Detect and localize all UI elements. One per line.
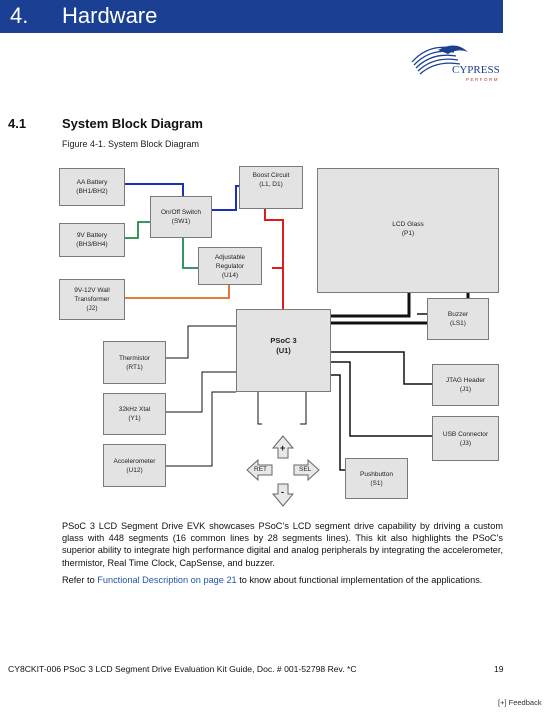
functional-description-link[interactable]: Functional Description on page 21 — [97, 575, 237, 585]
block-label: Boost Circuit — [252, 172, 290, 179]
para2-prefix: Refer to — [62, 575, 98, 585]
block-buzzer: Buzzer (LS1) — [427, 298, 489, 340]
logo-tagline: PERFORM — [466, 77, 499, 82]
capsense-arrows — [246, 435, 320, 507]
block-ref: (S1) — [370, 479, 383, 487]
block-pushbutton: Pushbutton (S1) — [345, 458, 408, 499]
footer-doc-title: CY8CKIT-006 PSoC 3 LCD Segment Drive Eva… — [8, 664, 357, 674]
wire-aa-to-switch — [125, 183, 184, 196]
wire-thermistor-to-psoc — [166, 325, 236, 359]
section-number: 4.1 — [8, 116, 27, 131]
capsense-sel-label: SEL — [299, 466, 312, 473]
chapter-title: Hardware — [62, 3, 158, 28]
para2-suffix: to know about functional implementation … — [236, 575, 483, 585]
block-label: Accelerometer — [113, 457, 156, 465]
block-ref: (J3) — [459, 439, 472, 447]
block-boost-circuit: Boost Circuit (L1, D1) — [239, 166, 303, 209]
section-title: System Block Diagram — [62, 116, 203, 131]
logo-wordmark: CYPRESS — [452, 64, 500, 76]
body-paragraph-1: PSoC 3 LCD Segment Drive EVK showcases P… — [62, 521, 503, 568]
block-label: 9V Battery — [76, 232, 108, 239]
cypress-logo: CYPRESS PERFORM — [408, 40, 504, 84]
block-wall-transformer: 9V-12V Wall Transformer (J2) — [59, 279, 125, 320]
block-aa-battery: AA Battery (BH1/BH2) — [59, 168, 125, 206]
block-ref: (U14) — [221, 271, 239, 279]
block-label: 9V-12V Wall — [74, 287, 110, 294]
wire-psoc-to-capsense-b — [300, 392, 307, 425]
wire-9v-to-switch — [125, 221, 150, 239]
block-ref: (BH3/BH4) — [76, 241, 108, 248]
block-label: On/Off Switch — [161, 209, 201, 216]
wire-psoc-to-pushbutton — [331, 374, 346, 471]
block-label-2: Regulator — [215, 262, 245, 270]
block-ref: (J2) — [86, 305, 98, 312]
wire-switch-to-regulator — [182, 238, 198, 269]
block-lcd-glass: LCD Glass (P1) — [317, 168, 499, 293]
block-jtag-header: JTAG Header (J1) — [432, 364, 499, 406]
footer-page-number: 19 — [494, 664, 504, 674]
block-ref: (L1, D1) — [259, 181, 283, 188]
chapter-number: 4. — [10, 3, 29, 28]
capsense-ret-label: RET — [254, 466, 267, 473]
block-ref: (U12) — [126, 466, 143, 474]
block-psoc3: PSoC 3 (U1) — [236, 309, 331, 392]
block-label: PSoC 3 — [270, 336, 297, 345]
block-ref: (SW1) — [171, 218, 191, 225]
wire-boost-to-psoc — [264, 209, 284, 309]
chapter-header-bar: 4. Hardware — [0, 0, 503, 33]
wire-psoc-to-jtag — [331, 351, 432, 385]
block-thermistor: Thermistor (RT1) — [103, 341, 166, 384]
block-label: LCD Glass — [392, 221, 424, 228]
block-xtal: 32kHz Xtal (Y1) — [103, 393, 166, 435]
block-label: Buzzer — [447, 311, 469, 318]
wire-psoc-to-lcd-a — [331, 293, 411, 318]
body-paragraph-2: Refer to Functional Description on page … — [62, 574, 503, 586]
wire-xtal-to-psoc — [166, 371, 236, 413]
block-usb-connector: USB Connector (J3) — [432, 416, 499, 461]
block-ref: (BH1/BH2) — [76, 188, 108, 195]
wire-psoc-to-usb — [331, 361, 432, 437]
capsense-left-arrow — [246, 458, 273, 482]
block-label: JTAG Header — [445, 377, 486, 384]
block-label: 32kHz Xtal — [118, 406, 151, 413]
block-9v-battery: 9V Battery (BH3/BH4) — [59, 223, 125, 257]
block-onoff-switch: On/Off Switch (SW1) — [150, 196, 212, 238]
capsense-right-arrow — [293, 458, 320, 482]
block-ref: (LS1) — [450, 320, 466, 327]
capsense-up-arrow — [271, 435, 295, 459]
block-label-2: Transformer — [74, 296, 110, 303]
block-ref: (Y1) — [128, 415, 141, 422]
block-accelerometer: Accelerometer (U12) — [103, 444, 166, 487]
wire-wall-to-regulator — [125, 285, 230, 299]
wire-psoc-to-capsense-a — [257, 392, 262, 425]
block-ref: (P1) — [401, 230, 415, 237]
feedback-link[interactable]: [+] Feedback — [498, 698, 542, 707]
block-label: Thermistor — [118, 354, 151, 362]
figure-caption: Figure 4-1. System Block Diagram — [62, 139, 200, 149]
block-label: AA Battery — [76, 179, 108, 186]
capsense-minus-label: - — [281, 487, 284, 497]
block-label: USB Connector — [442, 430, 489, 438]
block-ref: (J1) — [459, 386, 472, 393]
capsense-plus-label: + — [280, 443, 286, 453]
capsense-down-arrow — [271, 483, 295, 507]
block-ref: (RT1) — [126, 363, 143, 371]
block-label: Adjustable — [214, 253, 246, 261]
block-label: Pushbutton — [360, 470, 393, 478]
block-regulator: Adjustable Regulator (U14) — [198, 247, 262, 285]
block-ref: (U1) — [276, 346, 291, 355]
wire-accelerometer-to-psoc — [166, 391, 236, 467]
